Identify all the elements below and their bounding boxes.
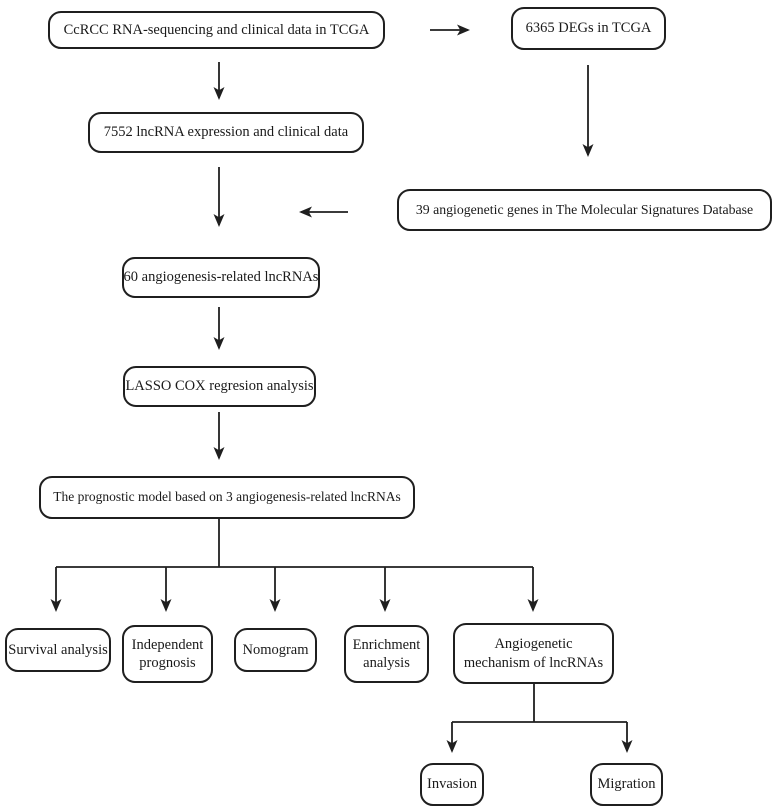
node-survival-analysis: Survival analysis [5, 628, 111, 672]
node-migration: Migration [590, 763, 663, 806]
node-angiogenetic-mechanism: Angiogenetic mechanism of lncRNAs [453, 623, 614, 684]
node-prognostic-model: The prognostic model based on 3 angiogen… [39, 476, 415, 519]
node-independent-prognosis: Independent prognosis [122, 625, 213, 683]
node-angiogenesis-lncrnas: 60 angiogenesis-related lncRNAs [122, 257, 320, 298]
node-tcga-data: CcRCC RNA-sequencing and clinical data i… [48, 11, 385, 49]
node-enrichment-analysis: Enrichment analysis [344, 625, 429, 683]
node-nomogram: Nomogram [234, 628, 317, 672]
node-lncrna-expression: 7552 lncRNA expression and clinical data [88, 112, 364, 153]
node-invasion: Invasion [420, 763, 484, 806]
node-angiogenetic-genes: 39 angiogenetic genes in The Molecular S… [397, 189, 772, 231]
node-lasso-cox: LASSO COX regresion analysis [123, 366, 316, 407]
node-degs: 6365 DEGs in TCGA [511, 7, 666, 50]
